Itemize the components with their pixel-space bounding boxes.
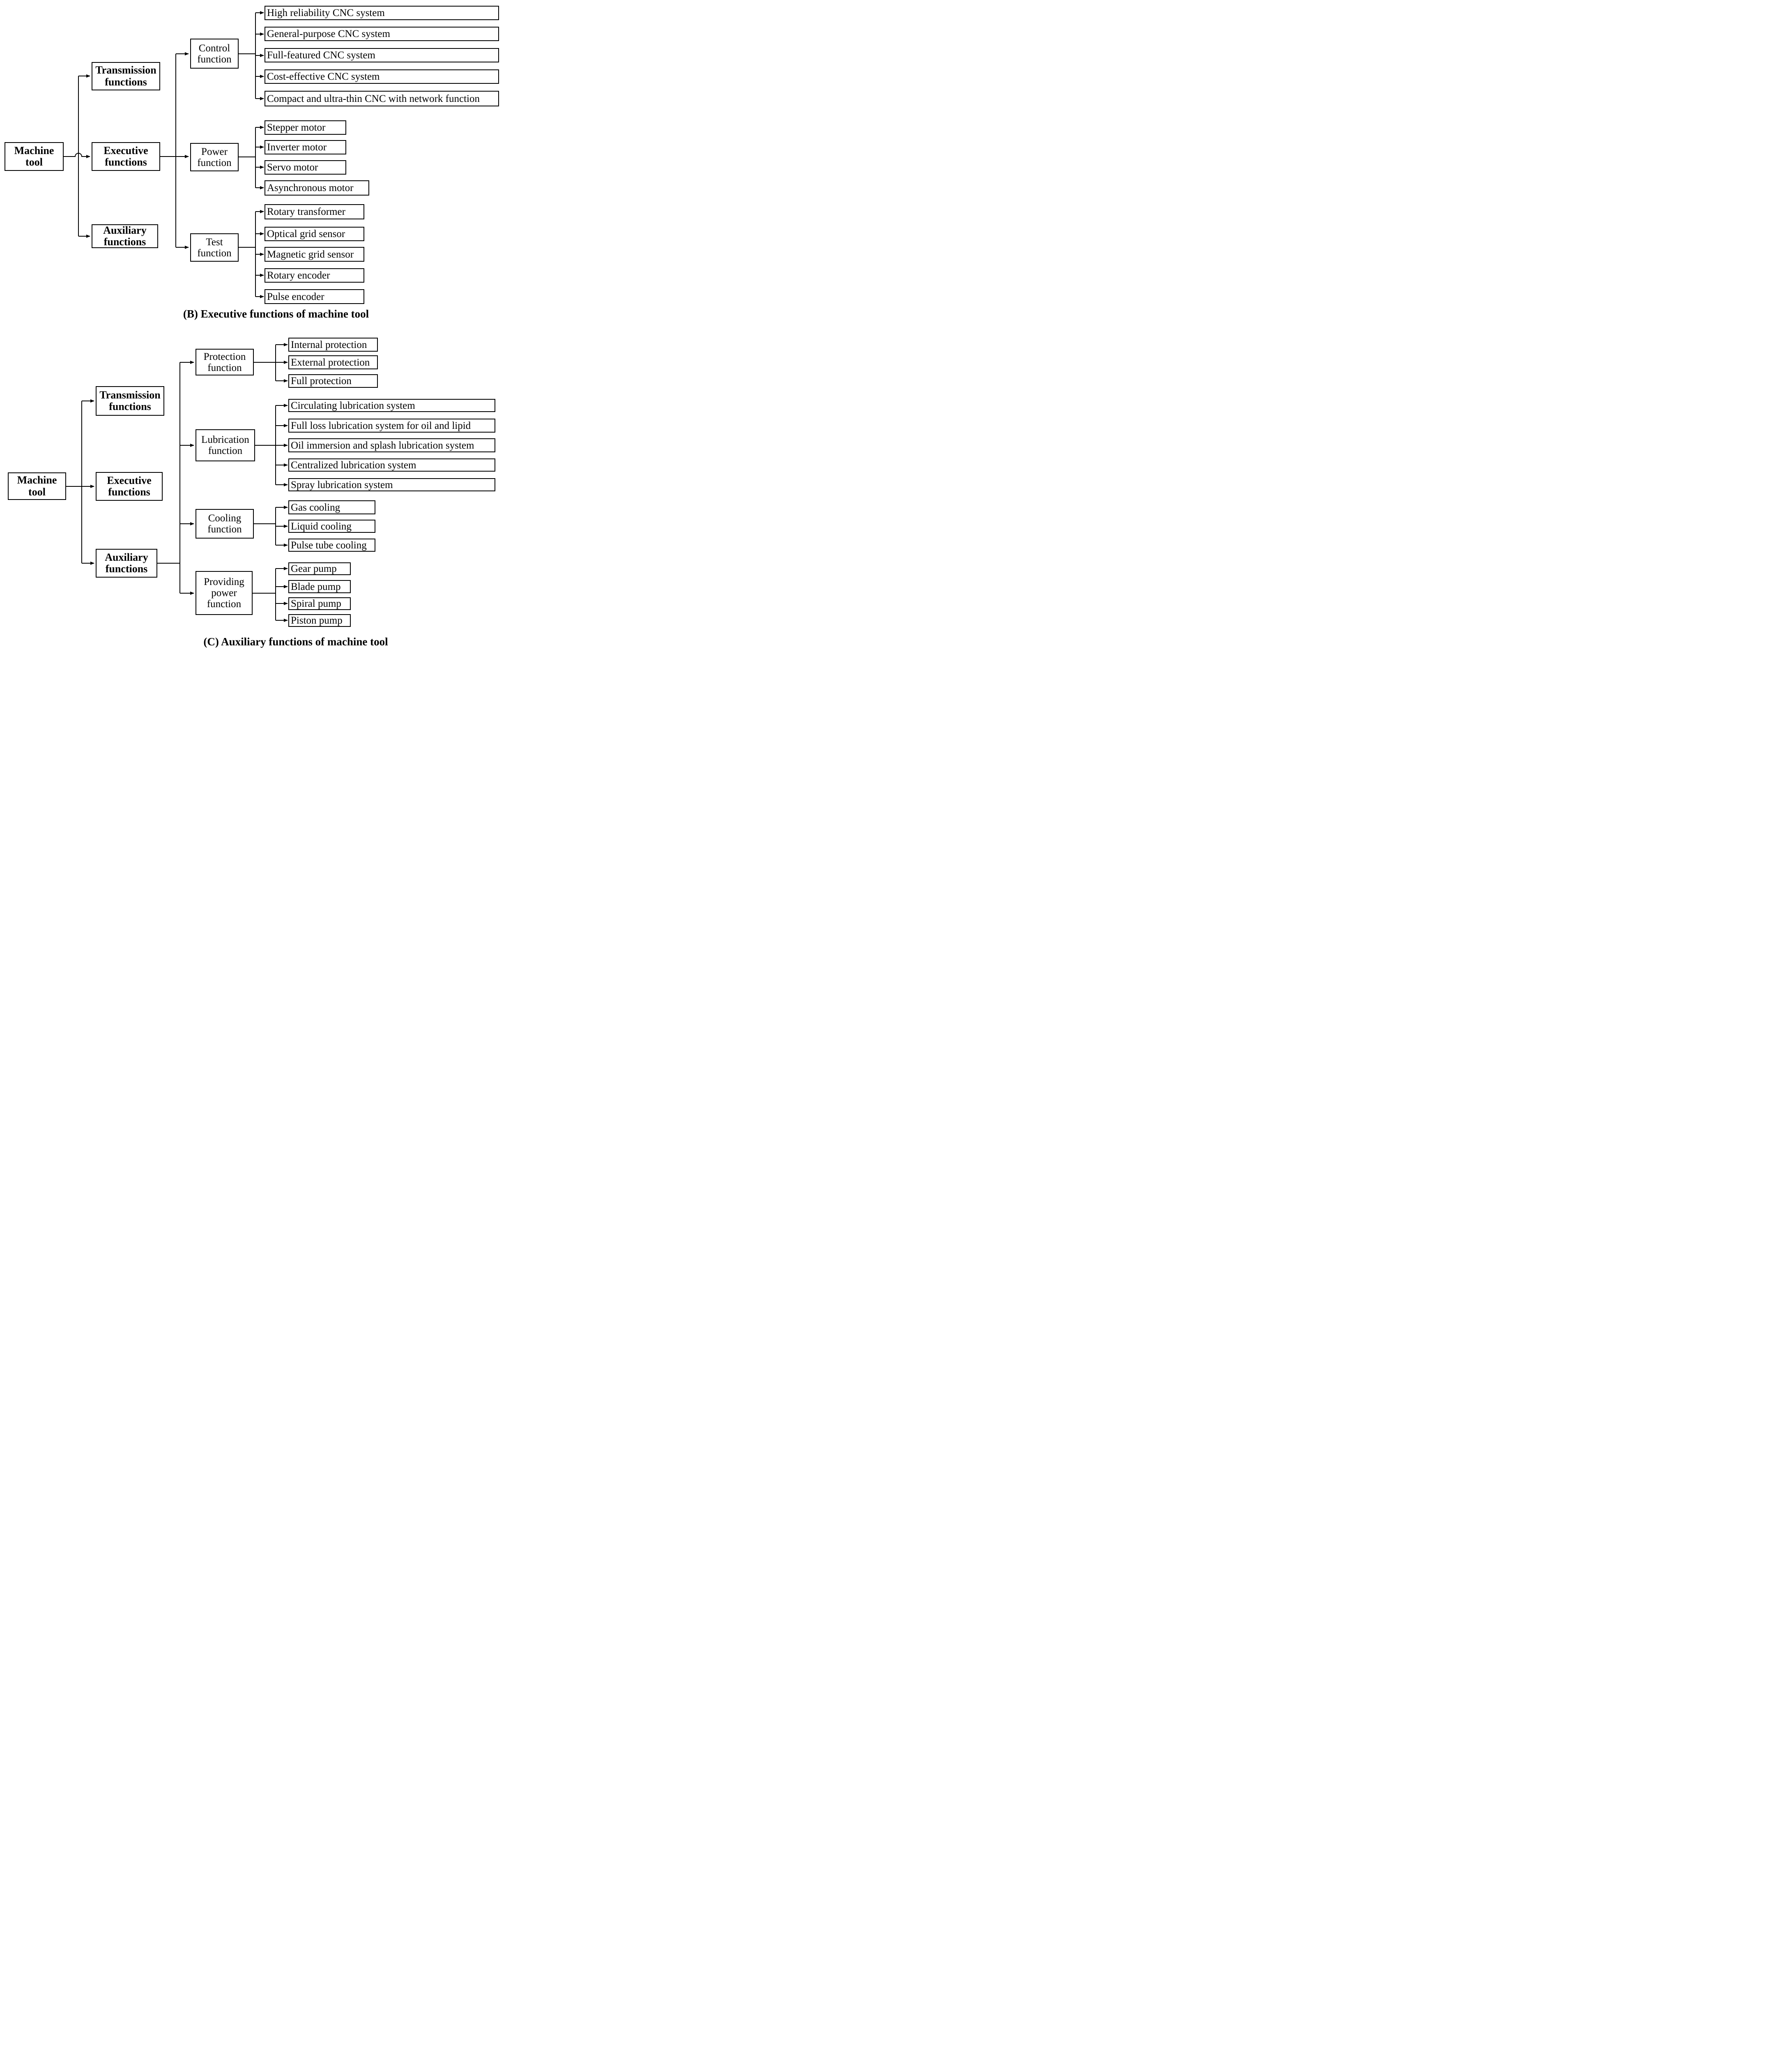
node-high-reliability-cnc-system: High reliability CNC system: [265, 6, 499, 20]
node-full-loss-lubrication-system: Full loss lubrication system for oil and…: [288, 419, 495, 433]
node-oil-immersion-splash-lubrication-system: Oil immersion and splash lubrication sys…: [288, 438, 495, 452]
node-blade-pump: Blade pump: [288, 580, 351, 593]
node-control-function: Control function: [190, 39, 239, 69]
node-transmission-functions-c: Transmission functions: [96, 386, 164, 416]
node-pulse-encoder: Pulse encoder: [265, 289, 364, 304]
node-piston-pump: Piston pump: [288, 614, 351, 627]
node-machine-tool-c: Machine tool: [8, 472, 66, 500]
node-pulse-tube-cooling: Pulse tube cooling: [288, 539, 375, 552]
node-full-protection: Full protection: [288, 374, 378, 388]
caption-diagram-c: (C) Auxiliary functions of machine tool: [203, 636, 388, 648]
node-magnetic-grid-sensor: Magnetic grid sensor: [265, 247, 364, 262]
node-power-function: Power function: [190, 143, 239, 171]
node-liquid-cooling: Liquid cooling: [288, 520, 375, 533]
node-auxiliary-functions-b: Auxiliary functions: [92, 224, 158, 248]
node-circulating-lubrication-system: Circulating lubrication system: [288, 399, 495, 412]
node-compact-ultra-thin-cnc: Compact and ultra-thin CNC with network …: [265, 91, 499, 106]
connector-lines: [64, 11, 288, 622]
node-rotary-encoder: Rotary encoder: [265, 268, 364, 283]
node-executive-functions-c: Executive functions: [96, 472, 163, 501]
node-optical-grid-sensor: Optical grid sensor: [265, 227, 364, 241]
node-gear-pump: Gear pump: [288, 562, 351, 575]
node-servo-motor: Servo motor: [265, 160, 346, 175]
node-test-function: Test function: [190, 233, 239, 262]
node-spiral-pump: Spiral pump: [288, 597, 351, 610]
node-rotary-transformer: Rotary transformer: [265, 204, 364, 219]
node-cooling-function: Cooling function: [196, 509, 254, 539]
node-external-protection: External protection: [288, 355, 378, 369]
node-spray-lubrication-system: Spray lubrication system: [288, 478, 495, 491]
node-cost-effective-cnc-system: Cost-effective CNC system: [265, 69, 499, 84]
machine-tool-function-diagrams: Machine tool Transmission functions Exec…: [0, 0, 500, 649]
caption-diagram-b: (B) Executive functions of machine tool: [183, 308, 369, 320]
node-centralized-lubrication-system: Centralized lubrication system: [288, 458, 495, 472]
node-general-purpose-cnc-system: General-purpose CNC system: [265, 27, 499, 41]
node-transmission-functions-b: Transmission functions: [92, 62, 160, 90]
node-inverter-motor: Inverter motor: [265, 140, 346, 154]
node-lubrication-function: Lubrication function: [196, 429, 255, 461]
node-gas-cooling: Gas cooling: [288, 500, 375, 514]
node-executive-functions-b: Executive functions: [92, 142, 160, 171]
node-machine-tool-b: Machine tool: [5, 142, 64, 171]
node-full-featured-cnc-system: Full-featured CNC system: [265, 48, 499, 62]
node-asynchronous-motor: Asynchronous motor: [265, 180, 369, 196]
node-auxiliary-functions-c: Auxiliary functions: [96, 549, 157, 578]
node-protection-function: Protection function: [196, 349, 254, 375]
node-stepper-motor: Stepper motor: [265, 120, 346, 135]
node-internal-protection: Internal protection: [288, 338, 378, 352]
node-providing-power-function: Providing power function: [196, 571, 253, 615]
